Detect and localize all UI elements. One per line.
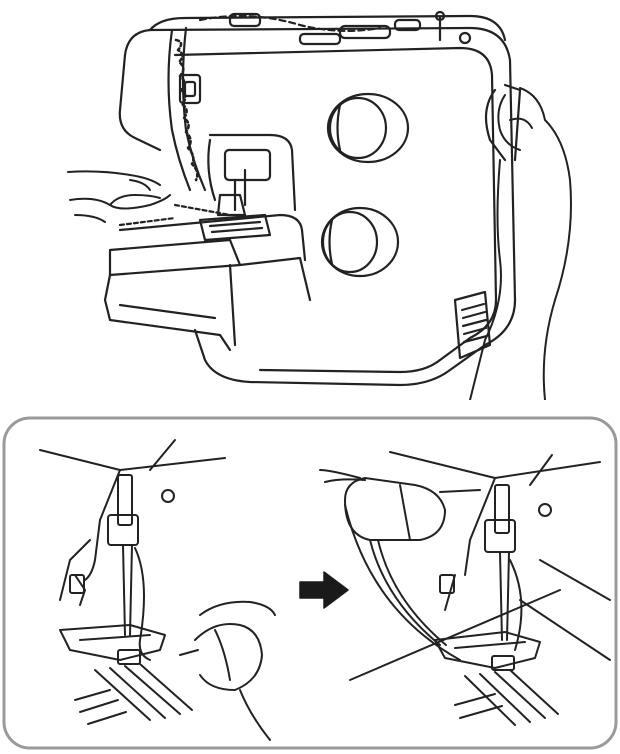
upper-dial	[326, 92, 410, 164]
sewing-machine-illustration	[67, 10, 572, 400]
side-vent	[453, 290, 492, 360]
left-hand	[67, 170, 171, 223]
detail-step-1	[39, 439, 276, 741]
right-arrow-icon	[299, 571, 349, 609]
thread-lever	[178, 73, 202, 105]
needle-head	[207, 133, 297, 217]
machine-body	[118, 14, 522, 387]
control-dials	[320, 92, 410, 278]
thread-spool-area	[198, 10, 472, 46]
panel-frame	[2, 416, 618, 750]
detail-step-2	[319, 451, 611, 726]
sewing-bed	[103, 203, 312, 352]
right-hand	[469, 87, 572, 400]
lower-dial	[320, 206, 400, 278]
